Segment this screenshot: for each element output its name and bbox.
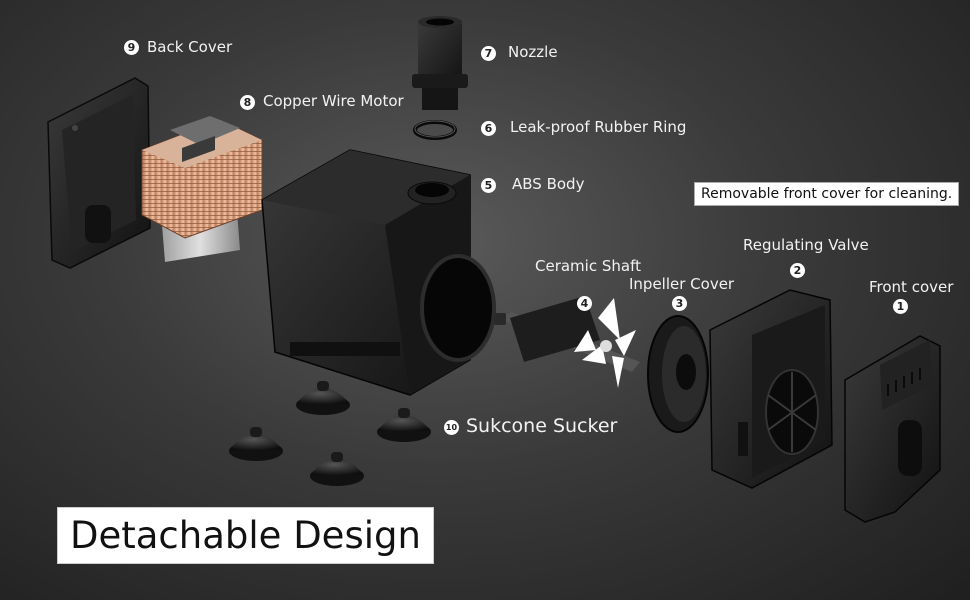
headline-detachable-design: Detachable Design [57,507,434,564]
suction-cup-sucker [296,381,350,415]
removable-cover-note: Removable front cover for cleaning. [694,182,960,206]
label-rubber-ring: Leak-proof Rubber Ring [510,118,687,136]
part-number-2: 2 [790,263,805,278]
part-number-9: 9 [124,40,139,55]
label-nozzle: Nozzle [508,43,558,61]
copper-wire-motor-part [141,116,263,262]
suction-cup-sucker [310,452,364,486]
part-number-7: 7 [481,46,496,61]
regulating-valve-part [709,289,833,489]
label-impeller-cover: Inpeller Cover [629,275,735,293]
part-number-8: 8 [240,95,255,110]
part-number-1: 1 [893,299,908,314]
part-number-3: 3 [672,296,687,311]
part-number-5: 5 [481,178,496,193]
label-back-cover: Back Cover [147,38,233,56]
label-sucker: Sukcone Sucker [466,415,618,437]
nozzle-part [412,16,468,110]
impeller-cover-part [647,315,709,433]
part-number-10: 10 [444,420,459,435]
label-regulating-valve: Regulating Valve [743,236,869,254]
part-number-6: 6 [481,121,496,136]
impeller-part [574,298,636,388]
back-cover-part [47,77,151,269]
label-abs-body: ABS Body [512,175,585,193]
part-number-4: 4 [577,296,592,311]
label-front-cover: Front cover [869,278,954,296]
suction-cup-sucker [229,427,283,461]
rubber-ring-part [413,120,457,140]
label-copper-wire-motor: Copper Wire Motor [263,92,404,110]
abs-body-part [261,149,496,396]
label-ceramic-shaft: Ceramic Shaft [535,257,641,275]
suction-cup-sucker [377,408,431,442]
front-cover-part [844,335,941,523]
